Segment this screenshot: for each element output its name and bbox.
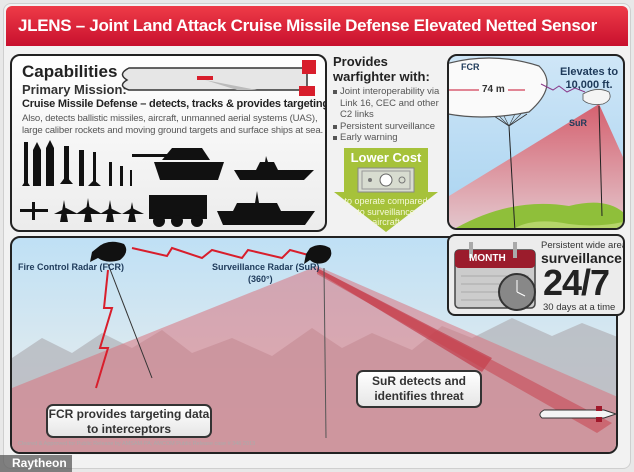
dollar-bill-icon	[357, 167, 415, 193]
fcr-callout: FCR provides targeting data to intercept…	[46, 404, 212, 438]
sur-label: SuR	[569, 118, 587, 128]
release-note: Cleared & Approved for Public Release by…	[18, 441, 256, 447]
primary-mission-text: Cruise Missile Defense – detects, tracks…	[22, 98, 327, 110]
radar-scene-panel: Fire Control Radar (FCR) Surveillance Ra…	[10, 236, 618, 454]
elevation-text: Elevates to 10,000 ft.	[559, 66, 619, 91]
capabilities-panel: Capabilities Primary Mission: Cruise Mis…	[10, 54, 327, 232]
provides-item: Early warning	[333, 132, 441, 144]
elevation-panel: FCR 74 m SuR Elevates to 10,000 ft.	[447, 54, 625, 230]
tank-icon	[132, 148, 224, 180]
page-title: JLENS – Joint Land Attack Cruise Missile…	[6, 6, 628, 75]
missile-icon	[22, 140, 132, 186]
provides-item: Persistent surveillance	[333, 121, 441, 133]
surveillance-panel: MONTH Persistent wide area surveillance …	[447, 234, 625, 316]
provides-list: Joint interoperability via Link 16, CEC …	[333, 86, 441, 144]
cruise-missile-threat-icon	[539, 409, 616, 419]
calendar-month-label: MONTH	[469, 253, 506, 264]
surveillance-line2: surveillance	[541, 250, 622, 266]
capabilities-description: Also, detects ballistic missiles, aircra…	[22, 113, 324, 136]
boat-icon	[217, 191, 315, 225]
raytheon-logo: Raytheon	[0, 455, 72, 472]
sur-callout: SuR detects and identifies threat	[356, 370, 482, 408]
provides-title: Provides warfighter with:	[333, 54, 430, 84]
fcr-label: FCR	[461, 62, 480, 72]
capabilities-title: Capabilities	[22, 62, 118, 81]
fcr-aerostat-icon	[90, 241, 127, 262]
lower-cost-arrow: Lower Cost to operate compared to survei…	[334, 148, 438, 232]
surveillance-line3: 30 days at a time	[543, 302, 616, 313]
surveillance-big: 24/7	[543, 262, 610, 303]
aircraft-icon	[20, 198, 144, 222]
length-label: 74 m	[479, 84, 508, 95]
sur-scene-label: Surveillance Radar (SuR)	[212, 262, 320, 272]
sur-aerostat-icon	[304, 245, 332, 264]
cruise-missile-icon	[121, 60, 316, 96]
provides-item: Joint interoperability via Link 16, CEC …	[333, 86, 441, 121]
fcr-scene-label: Fire Control Radar (FCR)	[18, 262, 125, 272]
ship-icon	[234, 156, 314, 180]
primary-mission-label: Primary Mission:	[22, 82, 127, 97]
truck-icon	[149, 195, 207, 227]
surveillance-line1: Persistent wide area	[541, 240, 625, 251]
lower-cost-subtitle: to operate compared to surveillance airc…	[344, 196, 428, 227]
lower-cost-title: Lower Cost	[350, 150, 422, 165]
provides-section: Provides warfighter with: Joint interope…	[333, 54, 441, 144]
calendar-icon	[454, 242, 536, 311]
sur-scene-sublabel: (360°)	[248, 274, 273, 284]
